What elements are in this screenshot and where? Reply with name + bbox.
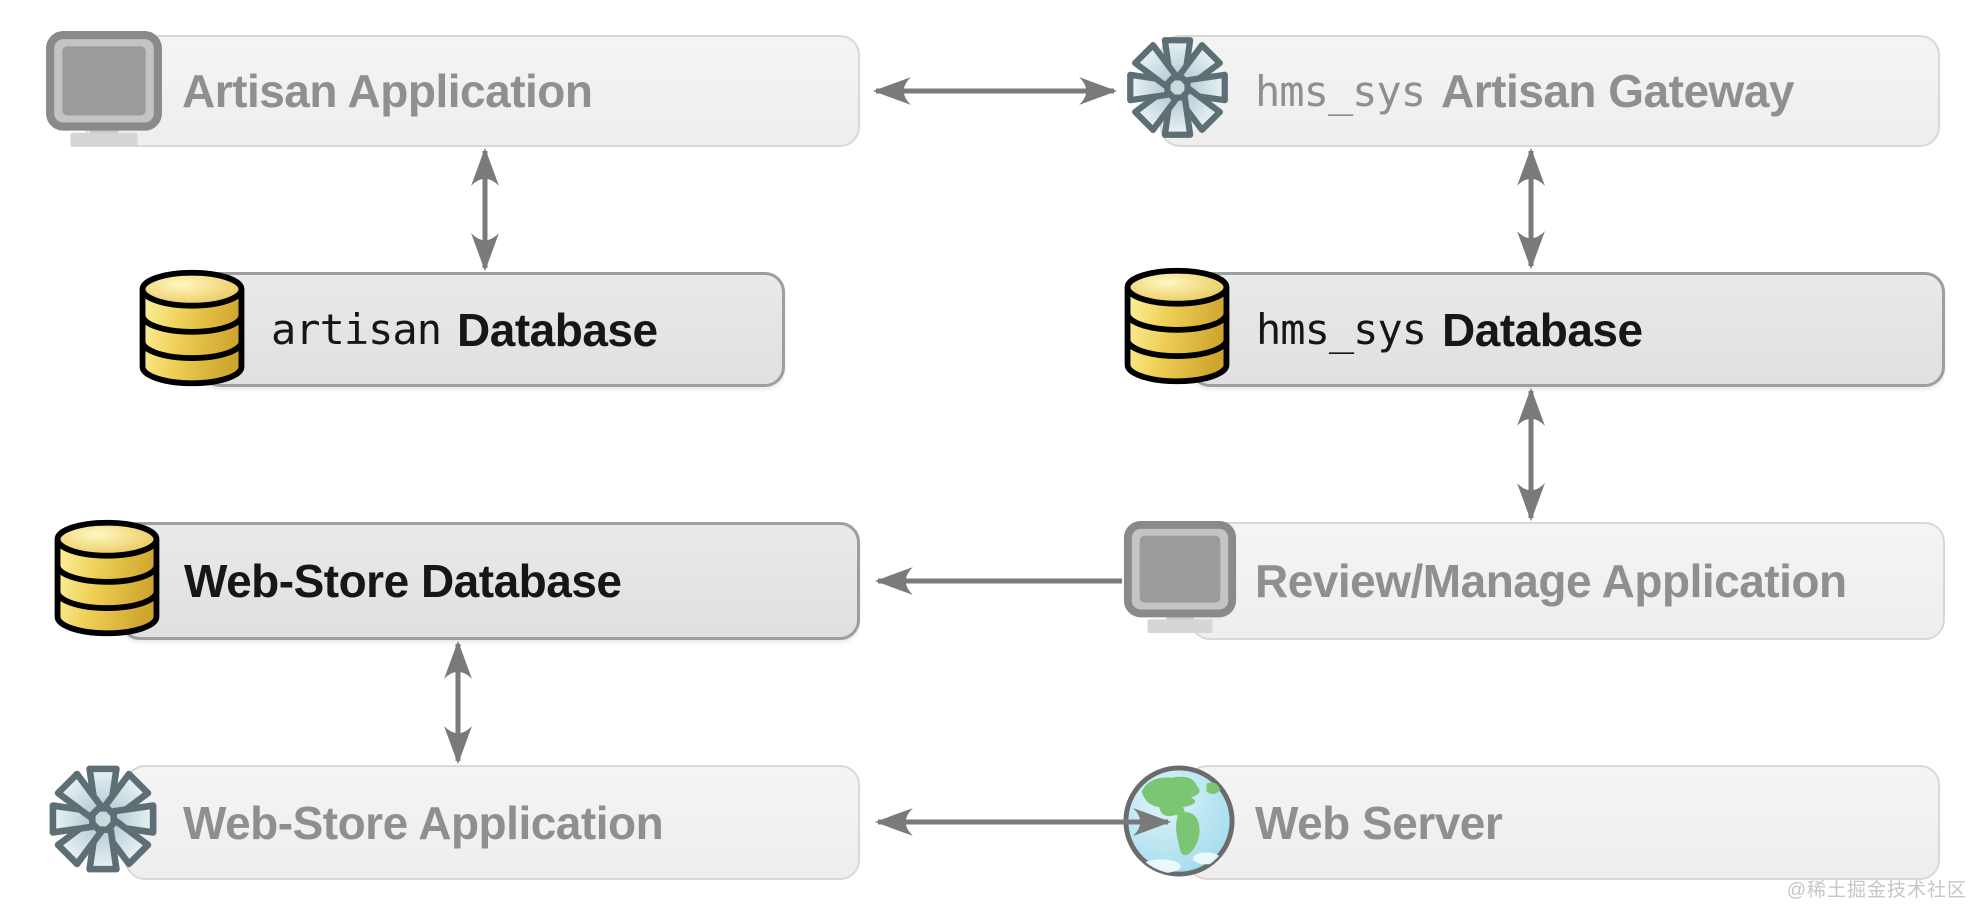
node-label: Artisan Gateway <box>1441 65 1794 117</box>
monitor-icon <box>42 28 166 150</box>
node-label: Artisan Application <box>182 65 593 117</box>
node-review-manage-application: Review/Manage Application <box>1190 522 1945 640</box>
node-prefix: hms_sys <box>1255 66 1426 116</box>
monitor-icon <box>1120 518 1240 636</box>
node-label: Web Server <box>1255 796 1503 849</box>
node-prefix: hms_sys <box>1256 305 1427 354</box>
database-icon <box>48 514 166 642</box>
node-artisan-application: Artisan Application <box>85 35 860 147</box>
node-artisan-database: artisan Database <box>200 272 785 387</box>
node-label: Database <box>457 303 658 356</box>
database-icon <box>133 264 251 392</box>
asterisk-icon <box>1120 30 1235 145</box>
node-prefix: artisan <box>271 305 442 354</box>
node-web-server: Web Server <box>1187 765 1940 880</box>
node-hms-sys-artisan-gateway: hms_sys Artisan Gateway <box>1160 35 1940 147</box>
node-label: Database <box>1442 303 1643 356</box>
node-label: Web-Store Database <box>184 555 622 607</box>
node-label: Review/Manage Application <box>1255 555 1847 607</box>
database-icon <box>1118 262 1236 390</box>
node-web-store-database: Web-Store Database <box>120 522 860 640</box>
node-label: Web-Store Application <box>183 796 664 849</box>
node-hms-sys-database: hms_sys Database <box>1190 272 1945 387</box>
watermark: @稀土掘金技术社区 <box>1786 880 1967 901</box>
node-web-store-application: Web-Store Application <box>125 765 860 880</box>
globe-icon <box>1120 762 1238 880</box>
asterisk-icon <box>42 758 164 880</box>
